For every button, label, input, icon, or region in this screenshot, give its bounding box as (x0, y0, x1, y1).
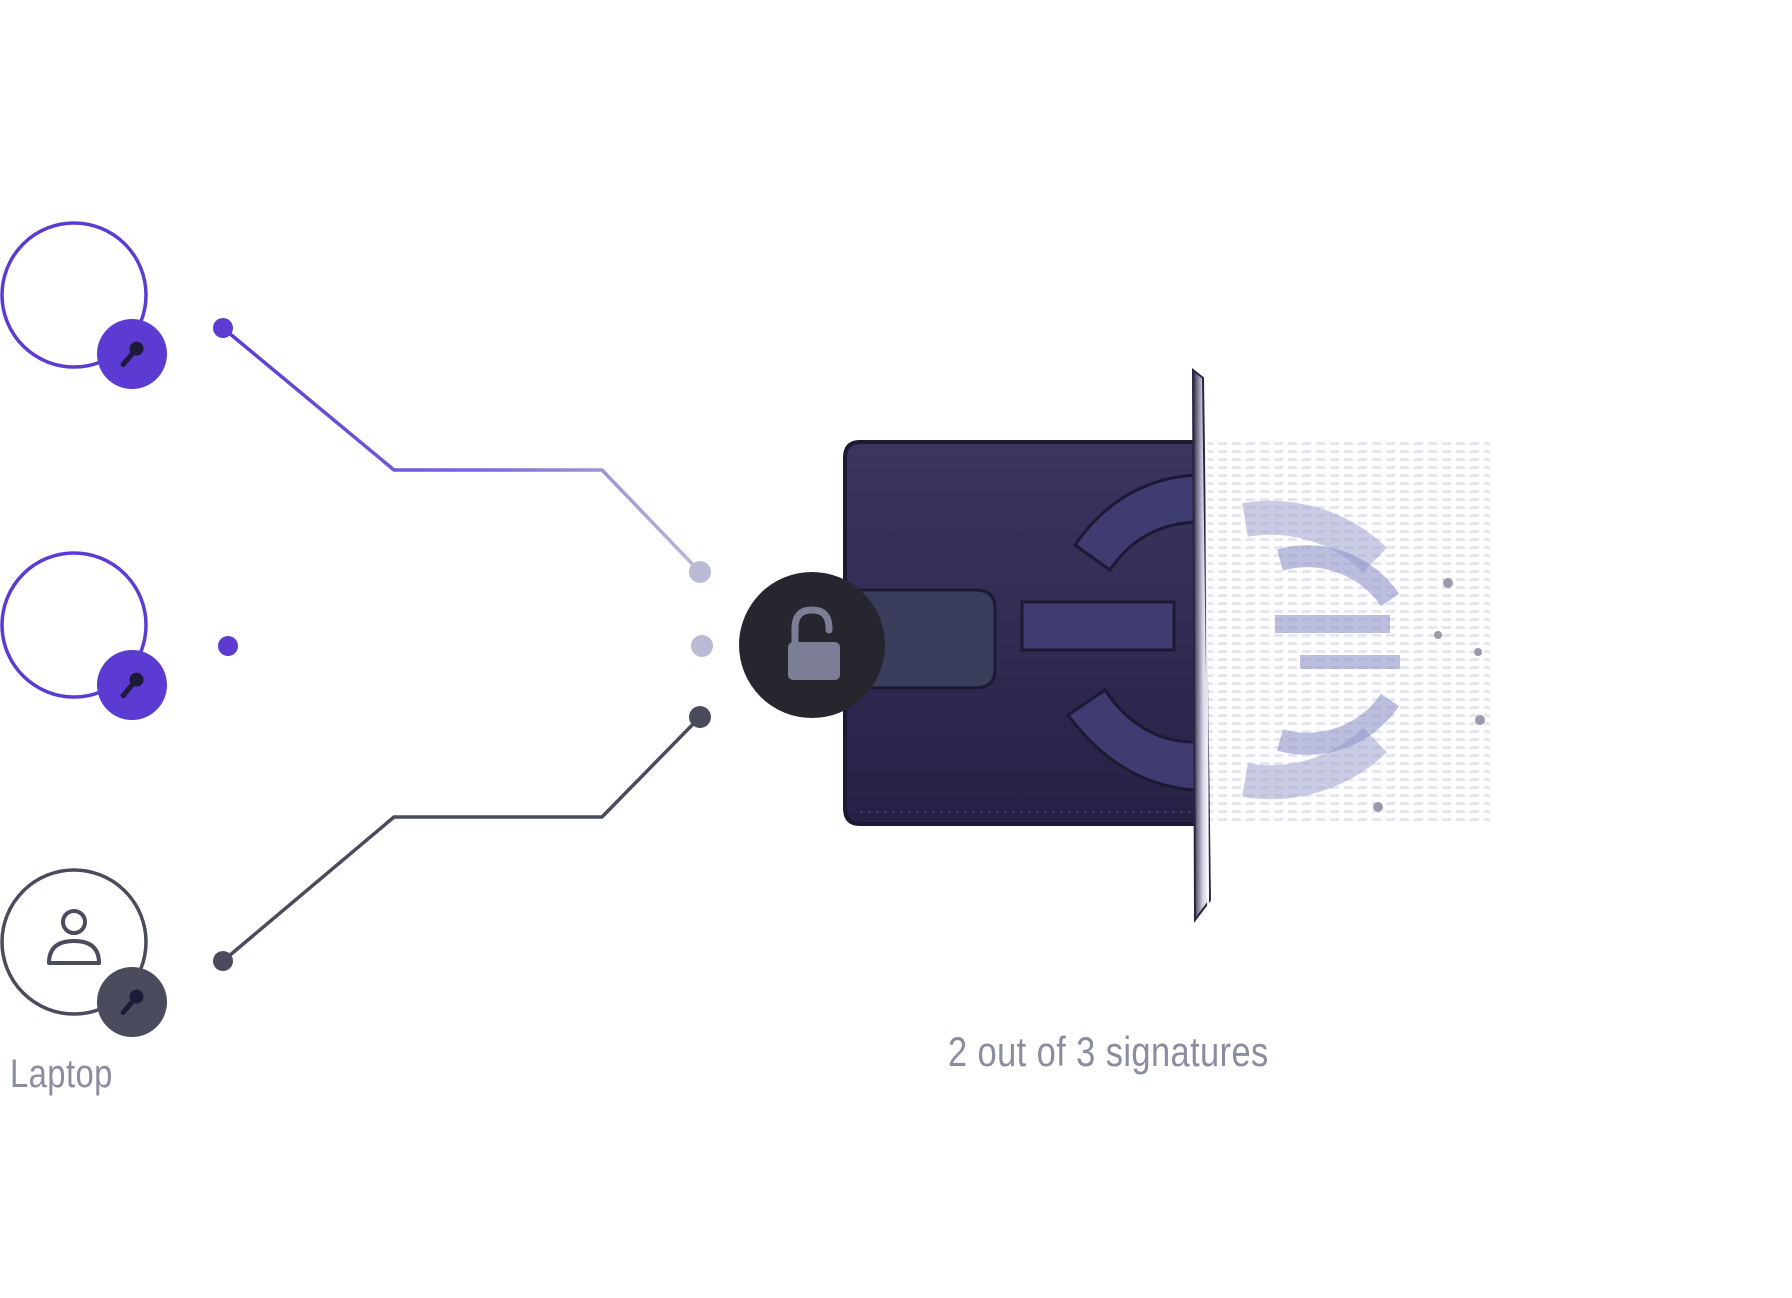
signer-2-key-badge (97, 650, 167, 720)
lock-badge (739, 572, 885, 718)
connector-line-1 (213, 318, 711, 583)
signature-caption: 2 out of 3 signatures (948, 1028, 1269, 1075)
connector-line-2 (218, 635, 713, 657)
wallet-strap (858, 588, 997, 690)
unlocked-padlock-icon (788, 606, 840, 680)
wallet-icon (843, 440, 1202, 826)
signer-3-label: Laptop (10, 1052, 113, 1096)
circular-logo-icon (1020, 473, 1197, 792)
signer-3-key-badge (97, 967, 167, 1037)
signer-1-key-badge (97, 319, 167, 389)
digital-data-stream (1205, 442, 1490, 824)
key-icon (120, 672, 144, 699)
signer-3-node (0, 868, 167, 1037)
key-icon (120, 341, 144, 368)
signer-2-node (0, 551, 167, 720)
key-icon (120, 989, 144, 1016)
scanner-blade (1191, 367, 1212, 923)
signer-1-node (0, 221, 167, 389)
person-icon (47, 909, 101, 965)
connector-line-3 (213, 706, 711, 971)
